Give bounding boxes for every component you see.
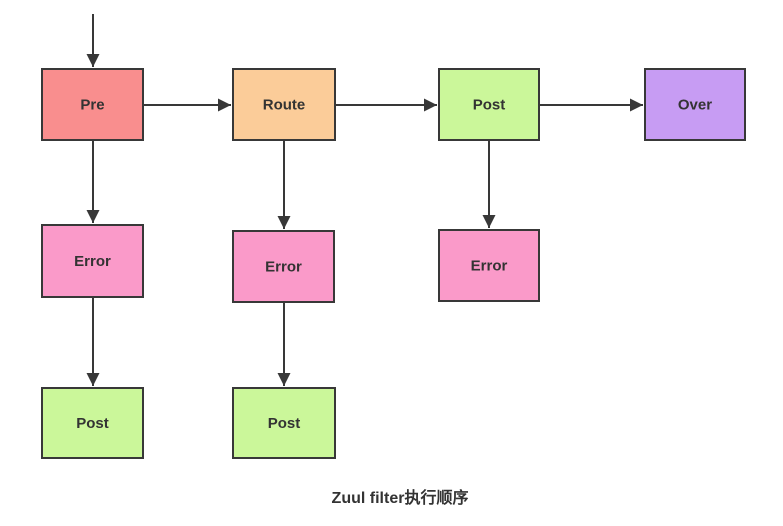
node-error-2: [232, 230, 335, 303]
node-pre: [41, 68, 144, 141]
node-error-1-label: Error: [74, 253, 111, 270]
node-route-label: Route: [263, 97, 306, 114]
node-pre-label: Pre: [80, 97, 104, 114]
node-post-top: [438, 68, 540, 141]
node-post-2-label: Post: [268, 415, 301, 432]
node-post-2: [232, 387, 336, 459]
node-over-label: Over: [678, 97, 712, 114]
node-route: [232, 68, 336, 141]
node-error-2-label: Error: [265, 259, 302, 276]
node-post-top-label: Post: [473, 97, 506, 114]
diagram-caption: Zuul filter执行顺序: [331, 490, 469, 507]
node-error-3-label: Error: [471, 258, 508, 275]
node-post-1: [41, 387, 144, 459]
node-error-1: [41, 224, 144, 298]
node-over: [644, 68, 746, 141]
node-post-1-label: Post: [76, 415, 109, 432]
node-error-3: [438, 229, 540, 302]
